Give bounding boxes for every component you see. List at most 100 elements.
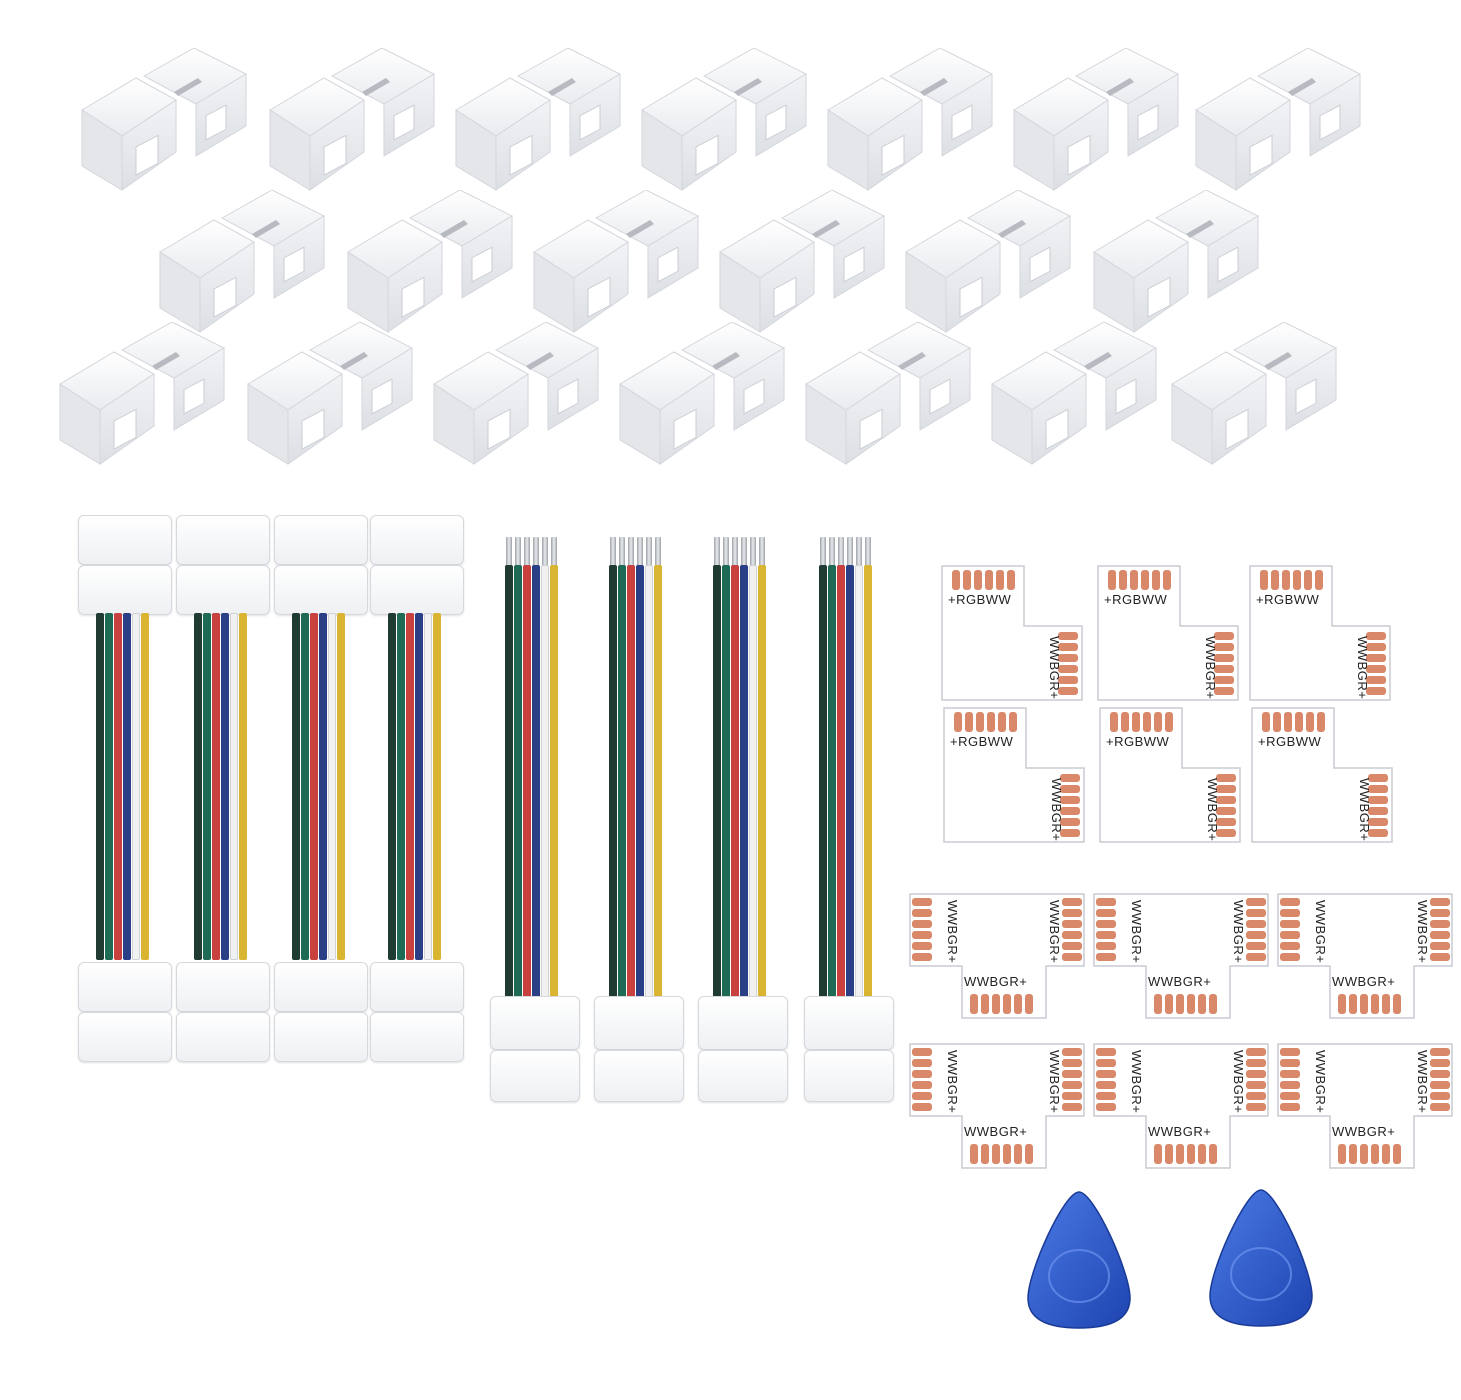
wire-pin [655,537,661,567]
clip-connector [152,190,332,340]
plug-top-lower [176,565,270,615]
copper-pad [1062,1059,1082,1067]
pcb-label: WWBGR+ [1415,1050,1430,1113]
copper-pad [1003,994,1011,1014]
copper-pad [992,1144,1000,1164]
cable-wire [618,565,626,1000]
copper-pad [912,931,932,939]
copper-pad [912,898,932,906]
copper-pad [1058,676,1078,684]
pcb-label: WWBGR+ [1313,1050,1328,1113]
cable-wire [654,565,662,1000]
plug-bottom-lower [274,1012,368,1062]
clip-connector-shape [1171,322,1338,465]
wire-pin [637,537,643,567]
plug-top-upper [176,515,270,565]
copper-pad [1280,920,1300,928]
copper-pad [1096,931,1116,939]
copper-pad [1260,570,1268,590]
plug-top-upper [78,515,172,565]
clip-connector [74,48,254,198]
clip-connector [52,322,232,472]
copper-pad [1119,570,1127,590]
copper-pad [1214,687,1234,695]
copper-pad [1430,931,1450,939]
plug-bottom-lower [370,1012,464,1062]
plug-top-lower [78,565,172,615]
copper-pad [1025,1144,1033,1164]
copper-pad [1366,687,1386,695]
copper-pad [1393,994,1401,1014]
copper-pad [1058,687,1078,695]
cable-wire [523,565,531,1000]
cable-wire [194,613,202,960]
copper-pad [1246,942,1266,950]
pry-tool-pick [1206,1186,1316,1335]
clip-connector-shape [347,190,514,333]
pcb-label: WWBGR+ [1313,900,1328,963]
copper-pad [912,1081,932,1089]
copper-pad [1058,654,1078,662]
plug-bottom-upper [274,962,368,1012]
copper-pad [1003,1144,1011,1164]
copper-pad [1163,570,1171,590]
clip-connector-shape [1013,48,1180,191]
copper-pad [1060,785,1080,793]
copper-pad [1096,1059,1116,1067]
copper-pad [1216,829,1236,837]
copper-pad [1280,1059,1300,1067]
clip-connector [798,322,978,472]
t-shape-connector-board: WWBGR+WWBGR+WWBGR+ [1093,1043,1270,1170]
copper-pad [1060,796,1080,804]
wire-pin [524,537,530,567]
copper-pad [1366,654,1386,662]
copper-pad [1216,774,1236,782]
plug-top-upper [370,515,464,565]
pcb-label: WWBGR+ [1332,974,1395,989]
copper-pad [1060,829,1080,837]
copper-pad [1214,643,1234,651]
cable-wire [301,613,309,960]
copper-pad [1096,1048,1116,1056]
copper-pad [1273,712,1281,732]
copper-pad [1216,818,1236,826]
copper-pad [1214,665,1234,673]
copper-pad [912,953,932,961]
copper-pad [1058,643,1078,651]
pcb-label: +RGBWW [948,592,1012,607]
copper-pad [1096,1070,1116,1078]
cable-wire [132,613,140,960]
copper-pad [1062,1092,1082,1100]
copper-pad [1176,1144,1184,1164]
clip-connector-shape [247,322,414,465]
copper-pad [1368,796,1388,804]
wire-pin [865,537,871,567]
pcb-label: WWBGR+ [1355,636,1370,699]
pcb-label: WWBGR+ [1148,1124,1211,1139]
copper-pad [1315,570,1323,590]
copper-pad [1062,953,1082,961]
copper-pad [981,1144,989,1164]
copper-pad [1246,1103,1266,1111]
clip-connector [448,48,628,198]
copper-pad [1338,1144,1346,1164]
pcb-label: WWBGR+ [1357,778,1372,841]
cable-wire [230,613,238,960]
copper-pad [1246,931,1266,939]
copper-pad [976,712,984,732]
clip-connector [1086,190,1266,340]
copper-pad [996,570,1004,590]
copper-pad [1280,931,1300,939]
clip-connector [1164,322,1344,472]
plug-top-lower [274,565,368,615]
plug-top-lower [370,565,464,615]
plug-upper [490,996,580,1050]
copper-pad [1216,807,1236,815]
copper-pad [912,909,932,917]
copper-pad [1165,1144,1173,1164]
clip-connector-shape [455,48,622,191]
copper-pad [1062,1048,1082,1056]
plug-upper [698,996,788,1050]
copper-pad [1096,909,1116,917]
copper-pad [1209,1144,1217,1164]
